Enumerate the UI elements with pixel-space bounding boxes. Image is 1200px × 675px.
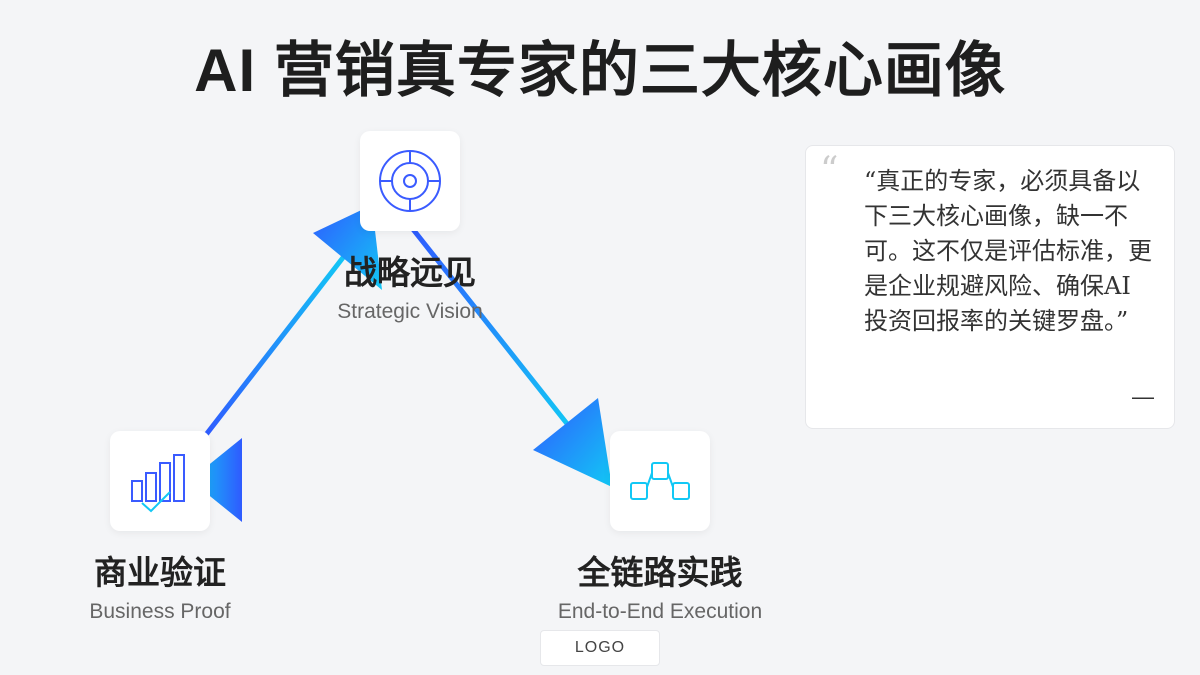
node-title: 战略远见: [344, 254, 476, 291]
end-to-end-card: [610, 431, 710, 531]
node-subtitle: End-to-End Execution: [557, 600, 763, 623]
arrowhead-bottom: [190, 438, 242, 522]
target-icon: [379, 150, 441, 212]
business-proof-card: [110, 431, 210, 531]
quote-mark-icon: “: [820, 150, 839, 191]
node-title: 商业验证: [94, 554, 226, 591]
bar-chart-check-icon: [131, 454, 185, 513]
arrowhead-right: [533, 398, 612, 487]
logo-placeholder: LOGO: [540, 630, 660, 666]
arrow-line-left: [203, 253, 347, 438]
arrow-line-right: [410, 226, 574, 432]
strategic-vision-label: 战略远见 Strategic Vision: [280, 246, 540, 324]
workflow-nodes-icon: [630, 462, 690, 500]
node-subtitle: Strategic Vision: [337, 300, 483, 323]
quote-text: “真正的专家，必须具备以下三大核心画像，缺一不可。这不仅是评估标准，更是企业规避…: [864, 167, 1152, 335]
node-title: 全链路实践: [577, 554, 743, 591]
node-subtitle: Business Proof: [89, 600, 231, 623]
quote-card: “ “真正的专家，必须具备以下三大核心画像，缺一不可。这不仅是评估标准，更是企业…: [805, 145, 1175, 429]
quote-attribution: —: [1132, 384, 1154, 409]
business-proof-label: 商业验证 Business Proof: [30, 546, 290, 624]
strategic-vision-card: [360, 131, 460, 231]
page-title: AI 营销真专家的三大核心画像: [194, 37, 1006, 104]
end-to-end-label: 全链路实践 End-to-End Execution: [530, 546, 790, 624]
